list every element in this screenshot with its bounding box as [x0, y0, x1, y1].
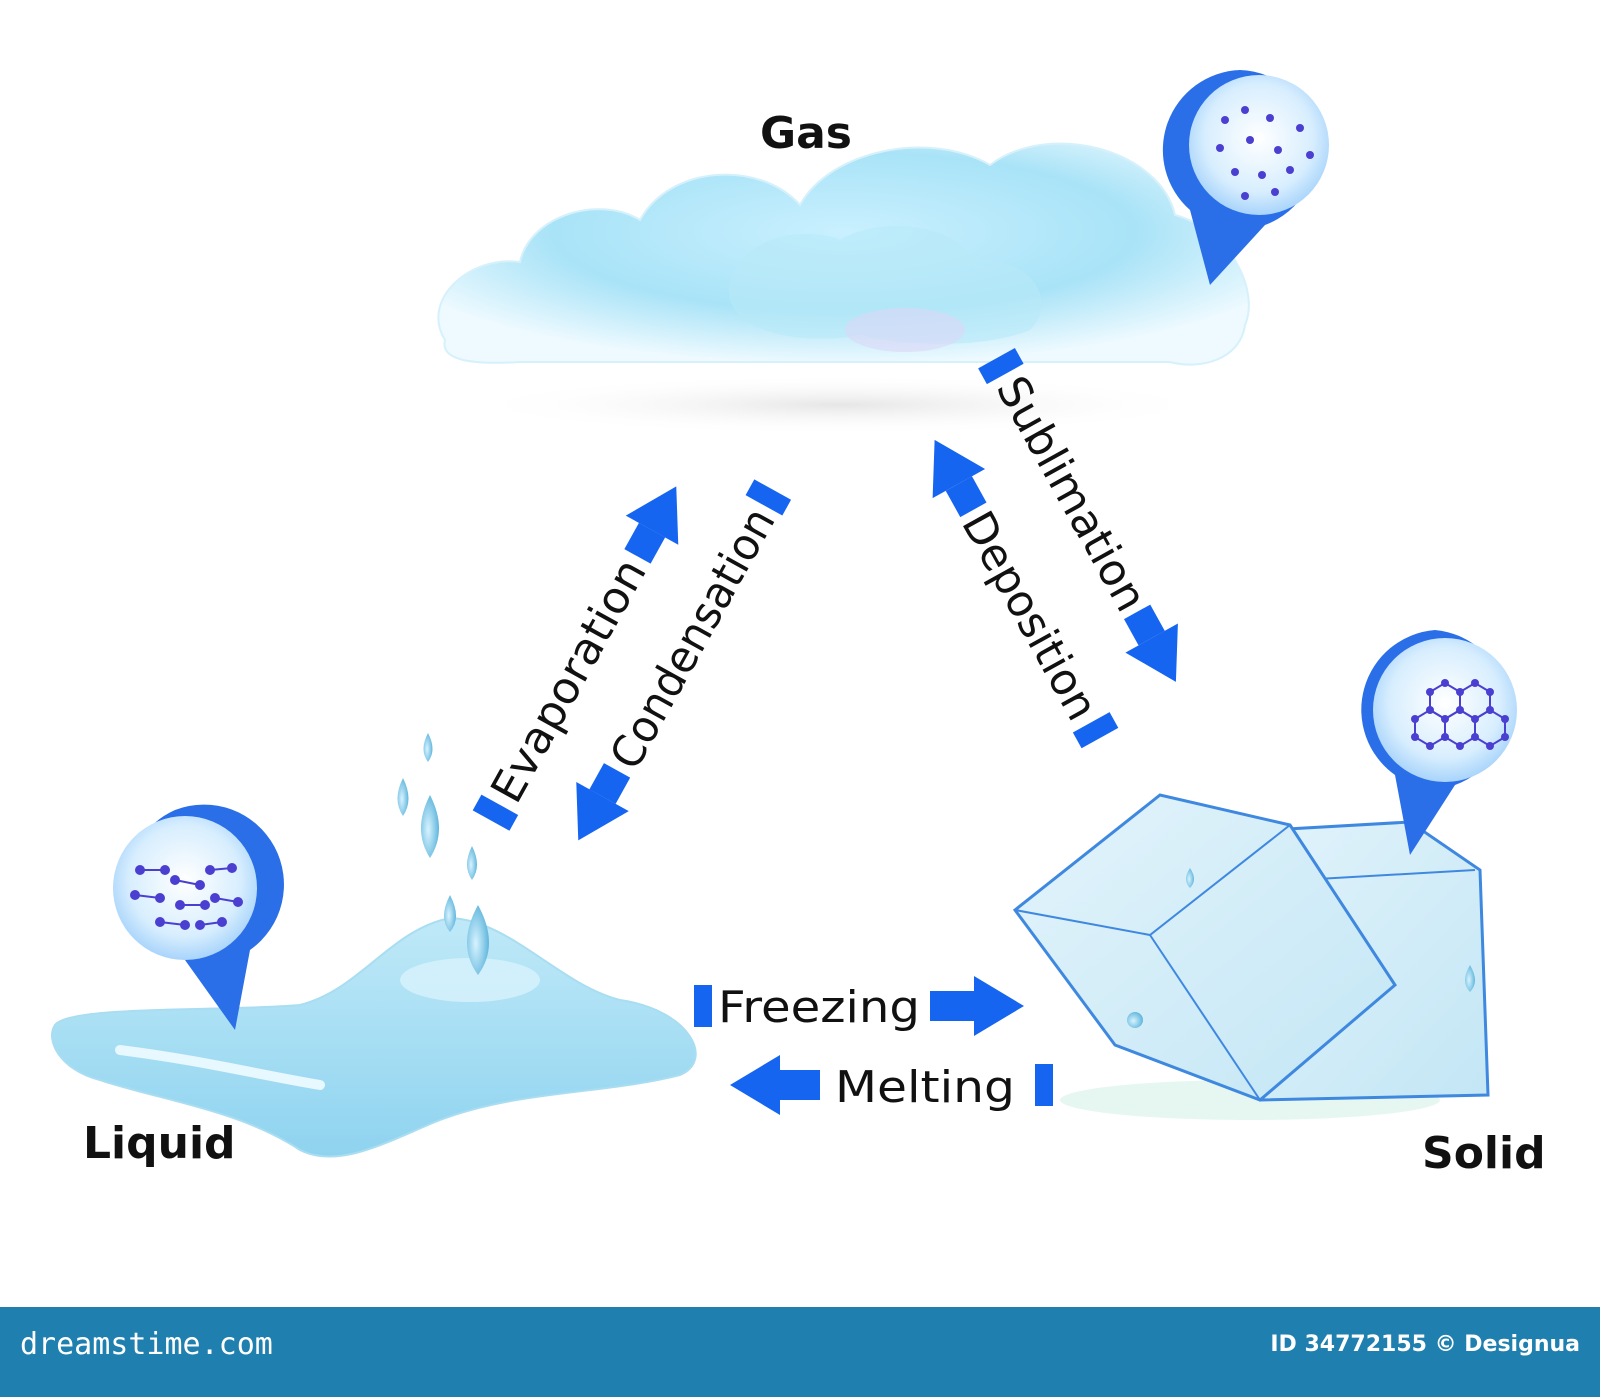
gas-label: Gas — [760, 108, 852, 159]
footer-brand[interactable]: dreamstime.com — [20, 1327, 273, 1362]
water-drops — [397, 733, 489, 975]
condensation-label: Condensation — [600, 499, 785, 777]
liquid-molecule-bubble — [113, 804, 284, 1030]
deposition-arrow: Deposition — [932, 439, 1119, 749]
puddle-illustration — [51, 916, 697, 1158]
solid-label: Solid — [1422, 1128, 1546, 1179]
evaporation-label: Evaporation — [481, 550, 657, 811]
freezing-label: Freezing — [718, 982, 920, 1033]
cloud-illustration — [437, 142, 1250, 435]
solid-molecule-bubble — [1361, 630, 1517, 855]
melting-label: Melting — [835, 1062, 1015, 1113]
gas-molecule-bubble — [1162, 70, 1329, 285]
melting-arrow: Melting — [730, 1055, 1053, 1115]
liquid-label: Liquid — [83, 1118, 236, 1169]
ice-cubes-illustration — [1012, 793, 1490, 1120]
footer-bar: dreamstime.com ID 34772155 © Designua — [0, 1307, 1600, 1397]
footer-image-id: ID 34772155 © Designua — [1270, 1332, 1580, 1357]
freezing-arrow: Freezing — [694, 976, 1024, 1036]
